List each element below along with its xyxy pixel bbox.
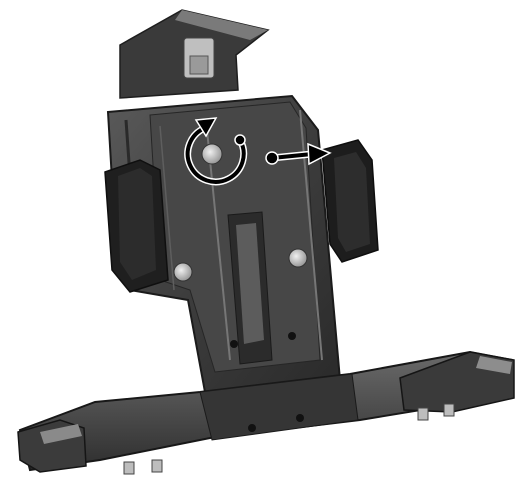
hole (296, 414, 304, 422)
hole (230, 340, 238, 348)
hole (288, 332, 296, 340)
bottom-cradle (17, 350, 515, 473)
screw (288, 248, 308, 268)
screw (151, 459, 163, 473)
rotate-clockwise-icon (184, 117, 248, 186)
center-screw (201, 143, 223, 165)
screw (123, 461, 135, 475)
screw (443, 403, 455, 417)
left-foam-pad (104, 159, 169, 293)
screw (417, 407, 429, 421)
screw (173, 262, 193, 282)
plate-screws (123, 143, 455, 475)
right-foam-pad (321, 139, 379, 263)
arrow-right-icon (265, 142, 332, 166)
hole (248, 424, 256, 432)
top-clamp (119, 9, 270, 99)
